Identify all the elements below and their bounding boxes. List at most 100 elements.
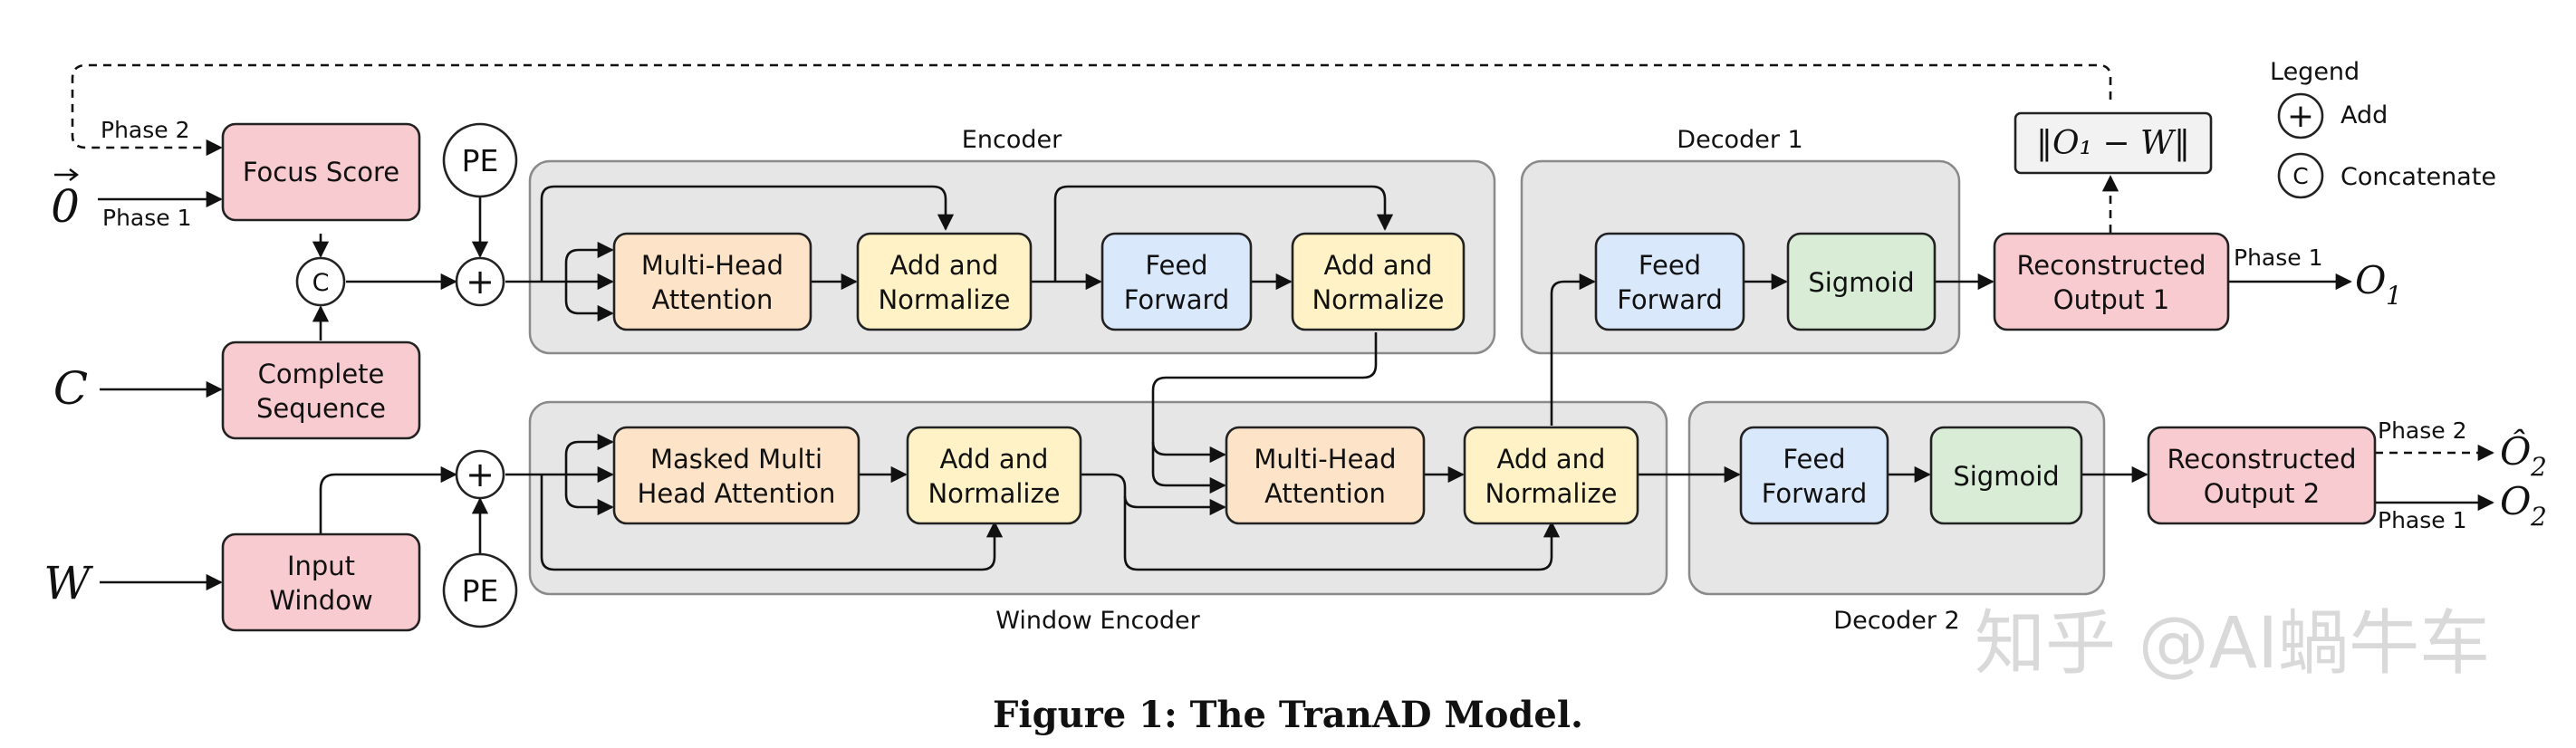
window-mha-line2: Attention [1264,478,1386,509]
pe-node-bottom-label: PE [462,573,499,609]
complete-sequence-line1: Complete [258,359,385,389]
phase1-output1-label: Phase 1 [2234,245,2323,271]
window-addnorm1-block: Add and Normalize [906,426,1082,525]
window-masked-mha-line2: Head Attention [638,478,836,509]
concat-node-label: C [312,269,330,297]
o1-symbol: O [2355,258,2386,302]
enc-residual-skip-1 [540,185,955,282]
encoder-addnorm2-line1: Add and [1324,250,1433,281]
win-addnorm1-to-mha [1081,473,1226,516]
window-addnorm1-line1: Add and [940,444,1049,475]
recon2-line1: Reconstructed [2167,444,2356,475]
o2-hat-subscript: 2 [2530,452,2547,482]
window-masked-mha-line1: Masked Multi [650,444,822,475]
pe-node-top: PE [442,122,518,198]
encoder-addnorm1-line1: Add and [890,250,999,281]
legend-concat-label: Concatenate [2341,163,2496,191]
decoder2-ff-line2: Forward [1762,478,1868,509]
legend-add-symbol: + [2287,98,2314,135]
decoder1-sigmoid-label: Sigmoid [1808,267,1914,298]
recon2-line2: Output 2 [2204,478,2320,509]
focus-score-block: Focus Score [221,122,421,222]
complete-sequence-block: Complete Sequence [221,340,421,440]
o1-output: O 1 [2355,258,2402,311]
input-window-block: Input Window [221,532,421,632]
win-input-branch-top [564,433,614,475]
o2-hat-output: Ô 2 [2500,428,2547,482]
encoder-addnorm1-line2: Normalize [878,284,1010,315]
window-encoder-title: Window Encoder [995,607,1200,635]
encoder-ff-line1: Feed [1145,250,1207,281]
decoder2-title: Decoder 2 [1833,607,1959,635]
input-window-to-plus-arrow [319,465,457,534]
o2-symbol: O [2500,479,2531,523]
encoder-addnorm2-block: Add and Normalize [1291,232,1466,331]
loss-box: ‖O₁ − W‖ [2014,111,2213,175]
window-addnorm1-line2: Normalize [928,478,1060,509]
win-input-branch-bottom [564,475,614,516]
enc-residual-skip-2 [1053,185,1394,282]
phase2-input-label: Phase 2 [101,117,190,143]
window-mha-block: Multi-Head Attention [1225,426,1426,525]
w-input-symbol: W [43,557,93,609]
o2-hat-symbol: Ô [2500,428,2531,474]
window-addnorm2-line1: Add and [1497,444,1606,475]
plus-node-bottom-label: + [466,455,495,494]
o2-subscript: 2 [2530,502,2547,532]
feedback-loop-dashed [71,63,2112,157]
reconstructed-output1-block: Reconstructed Output 1 [1993,232,2230,331]
decoder1-ff-line2: Forward [1617,284,1723,315]
concat-node: C [295,256,346,307]
window-masked-mha-block: Masked Multi Head Attention [612,426,860,525]
encoder-mha-line2: Attention [652,284,774,315]
legend-concat-symbol: C [2292,163,2308,189]
complete-sequence-line2: Sequence [256,393,386,424]
o1-subscript: 1 [2386,281,2402,311]
enc-memory-to-win-mha [1151,332,1378,464]
o2-output: O 2 [2500,479,2547,532]
legend: Legend + Add C Concatenate [2270,58,2496,199]
reconstructed-output2-block: Reconstructed Output 2 [2147,426,2377,525]
c-input-symbol: C [53,362,88,415]
legend-title: Legend [2270,58,2360,86]
enc-input-branch-bottom [564,282,614,322]
encoder-mha-block: Multi-Head Attention [612,232,812,331]
win-residual-skip-2 [1123,496,1561,571]
pe-node-top-label: PE [462,143,499,178]
decoder1-sigmoid-block: Sigmoid [1786,232,1937,331]
zero-vector-label: 0 [51,180,80,233]
decoder1-ff-line1: Feed [1639,250,1701,281]
decoder2-sigmoid-label: Sigmoid [1953,461,2059,492]
decoder2-ff-line1: Feed [1783,444,1845,475]
enc-input-branch-top [564,241,614,282]
plus-node-bottom: + [455,449,505,500]
encoder-ff-block: Feed Forward [1101,232,1253,331]
figure-caption: Figure 1: The TranAD Model. [993,694,1583,736]
legend-add-label: Add [2341,101,2388,129]
window-addnorm2-line2: Normalize [1485,478,1617,509]
input-window-line2: Window [269,585,372,616]
plus-node-top: + [455,256,505,307]
window-mha-line1: Multi-Head [1254,444,1396,475]
window-addnorm2-block: Add and Normalize [1463,426,1639,525]
enc-memory-branch [1151,442,1226,494]
phase1-output2-label: Phase 1 [2378,507,2467,533]
encoder-ff-line2: Forward [1124,284,1230,315]
watermark: 知乎 @AI蝸牛车 [1975,603,2490,685]
win-to-dec1-arrow [1550,273,1596,426]
plus-node-top-label: + [466,262,495,302]
encoder-addnorm1-block: Add and Normalize [856,232,1033,331]
decoder1-title: Decoder 1 [1677,126,1802,154]
encoder-addnorm2-line2: Normalize [1312,284,1444,315]
recon1-line2: Output 1 [2053,284,2169,315]
recon1-line1: Reconstructed [2016,250,2206,281]
decoder1-ff-block: Feed Forward [1594,232,1745,331]
decoder2-ff-block: Feed Forward [1739,426,1889,525]
focus-score-label: Focus Score [243,157,399,187]
pe-node-bottom: PE [442,552,518,628]
zero-vector-input: 0 [51,168,80,233]
encoder-mha-line1: Multi-Head [641,250,783,281]
encoder-title: Encoder [962,126,1062,154]
win-residual-skip-1 [540,475,1004,571]
